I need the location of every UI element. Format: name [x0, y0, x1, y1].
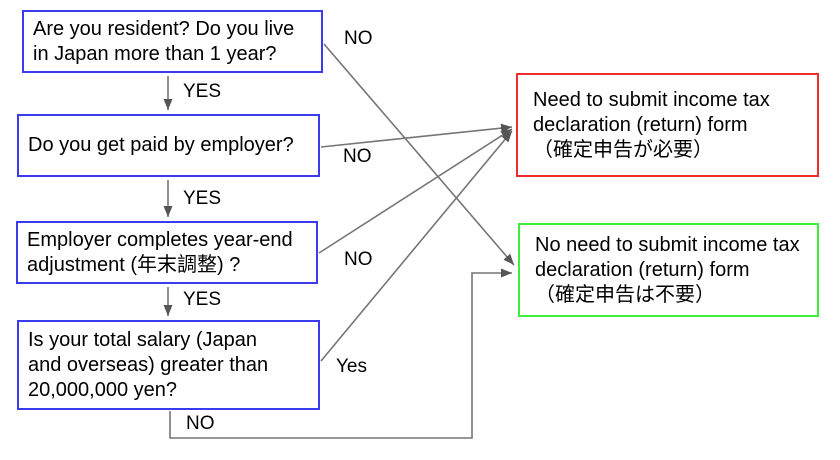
edge-q2-need-arrow — [320, 123, 513, 148]
label-q3-no: NO — [344, 249, 373, 270]
edge-q4-noneed-arrow — [169, 268, 512, 439]
node-question-year-end-adjustment: Employer completes year-end adjustment (… — [16, 221, 318, 284]
edge-q3-need-arrow — [318, 128, 513, 254]
node-question-resident: Are you resident? Do you live in Japan m… — [22, 10, 323, 73]
label-q1-yes: YES — [183, 81, 222, 102]
label-q3-yes: YES — [183, 289, 222, 310]
label-q2-no: NO — [343, 146, 372, 167]
node-question-salary-over-20m: Is your total salary (Japan and overseas… — [17, 320, 320, 410]
edge-q4-need-arrow — [320, 130, 513, 362]
node-result-need-declaration: Need to submit income tax declaration (r… — [516, 73, 819, 177]
node-result-no-declaration: No need to submit income tax declaration… — [518, 223, 819, 317]
label-q2-yes: YES — [183, 188, 222, 209]
node-question-paid-by-employer: Do you get paid by employer? — [17, 114, 320, 177]
label-q4-no: NO — [186, 413, 215, 434]
label-q4-yes: Yes — [336, 356, 367, 377]
edge-q1-noneed-arrow — [323, 43, 515, 266]
label-q1-no: NO — [344, 28, 373, 49]
